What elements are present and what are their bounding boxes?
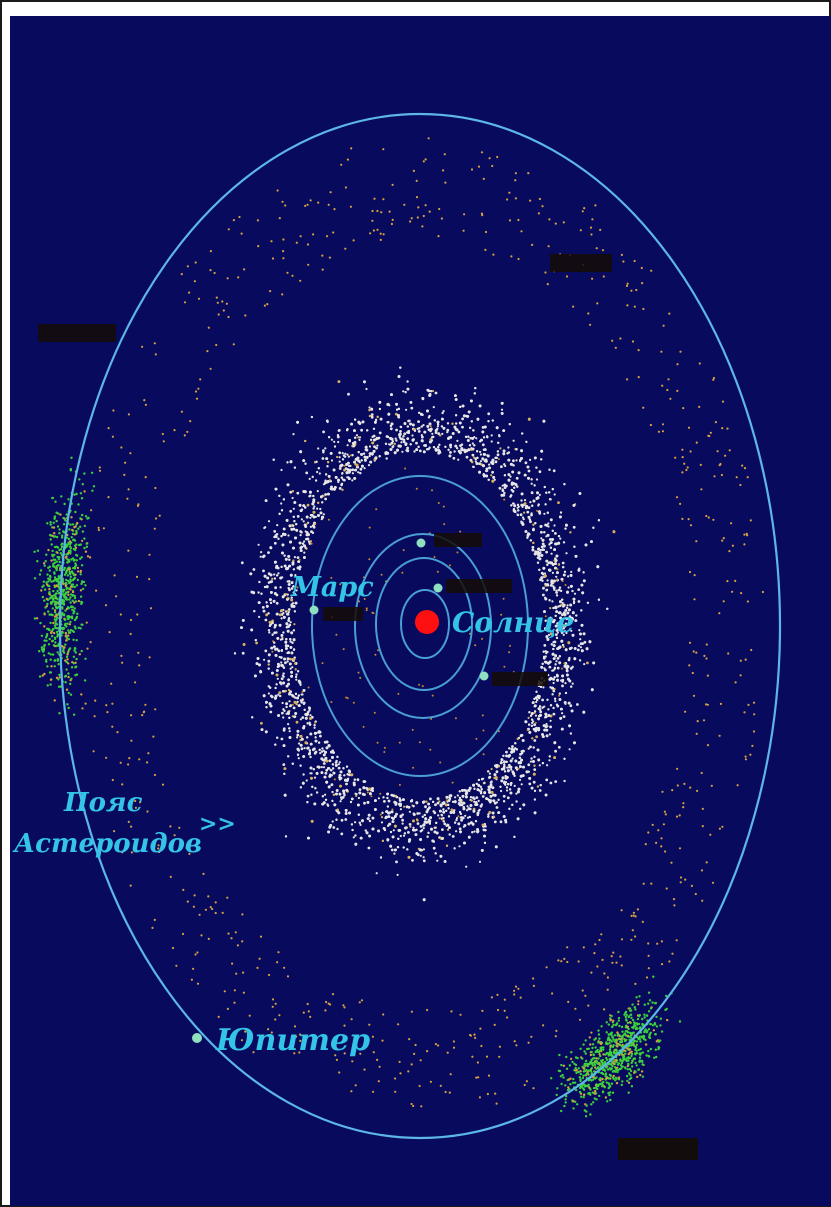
belt-label-line2: Астероидов — [12, 829, 202, 859]
earth-caption-blur — [434, 533, 482, 547]
mars-orbit — [311, 475, 529, 777]
mars-label: Марс — [290, 572, 374, 603]
jupiter-planet — [192, 1033, 202, 1043]
sun-label: Солнце — [452, 606, 574, 639]
hildas-caption-blur — [550, 254, 612, 272]
belt-label-line1: Пояс — [63, 788, 143, 818]
hilda-asteroids — [79, 137, 765, 1108]
venus-orbit — [375, 557, 473, 691]
solar-system-diagram: Солнце Марс Юпитер Пояс Астероидов >> — [10, 16, 831, 1206]
space-background — [10, 16, 831, 1206]
venus-planet — [433, 583, 443, 593]
mars-planet — [309, 605, 319, 615]
mercury-planet — [479, 671, 489, 681]
main-asteroid-belt — [233, 366, 616, 902]
mercury-caption-blur — [492, 672, 548, 686]
mercury-orbit — [400, 589, 450, 659]
belt-arrow: >> — [199, 811, 236, 837]
mars-caption-blur — [323, 607, 363, 621]
earth-planet — [416, 538, 426, 548]
jupiter-label: Юпитер — [215, 1023, 370, 1058]
jupiter-orbit — [58, 112, 782, 1140]
trojans-caption-blur — [38, 324, 116, 342]
sun-marker — [415, 610, 439, 634]
venus-caption-blur — [446, 579, 512, 593]
earth-orbit — [354, 533, 492, 719]
greeks-caption-blur — [618, 1138, 698, 1160]
